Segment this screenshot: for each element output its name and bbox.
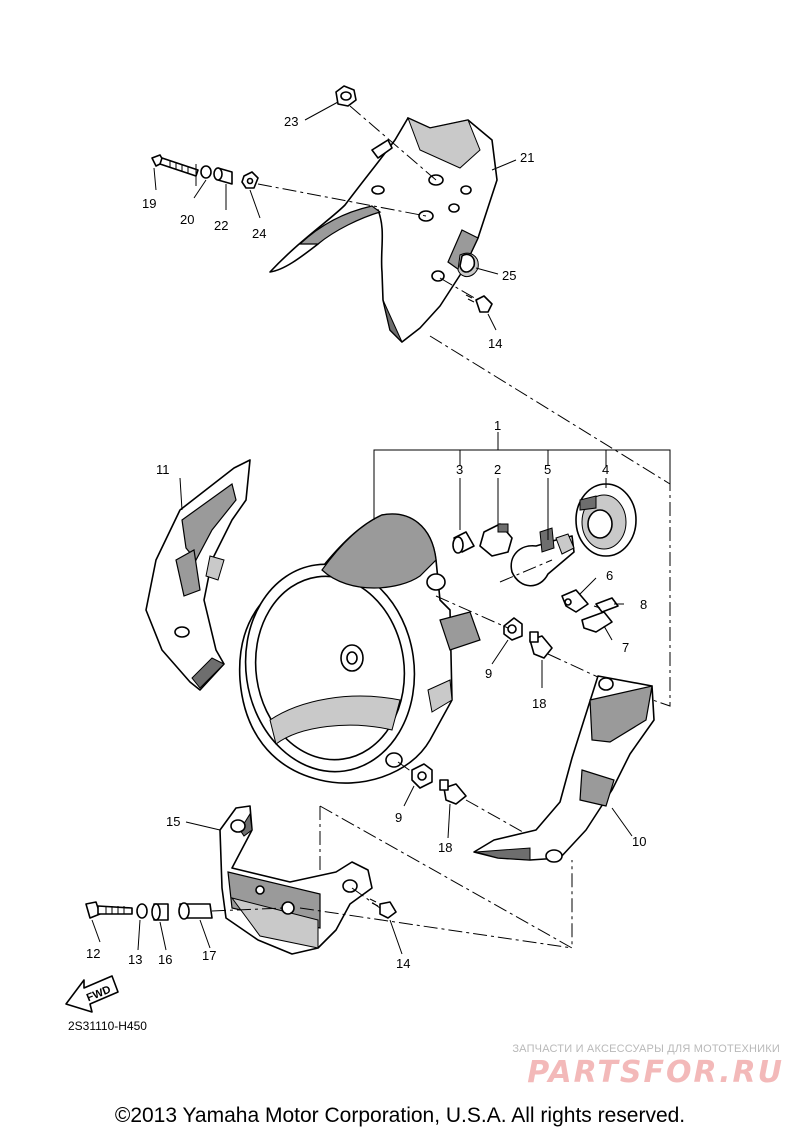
bracket-7 xyxy=(581,611,613,633)
collar-18-upper xyxy=(529,631,553,659)
screw-14-top xyxy=(465,294,493,313)
callout-21: 21 xyxy=(520,150,534,165)
collar-22 xyxy=(213,167,233,185)
screw-8 xyxy=(593,597,619,613)
assembly-line xyxy=(257,183,427,217)
grommet-9-lower xyxy=(411,763,433,789)
bolt-12 xyxy=(85,901,133,919)
callout-9-lower: 9 xyxy=(395,810,402,825)
screw-14-bottom xyxy=(369,898,397,919)
bolt-19 xyxy=(151,154,199,177)
callout-8: 8 xyxy=(640,597,647,612)
headlight-unit xyxy=(238,513,481,784)
assembly-line xyxy=(351,887,381,909)
callout-5: 5 xyxy=(544,462,551,477)
callout-6: 6 xyxy=(606,568,613,583)
callout-18-lower: 18 xyxy=(438,840,452,855)
callout-10: 10 xyxy=(632,834,646,849)
assembly-line xyxy=(299,907,573,949)
bulb-3 xyxy=(452,531,475,554)
callout-19: 19 xyxy=(142,196,156,211)
callout-17: 17 xyxy=(202,948,216,963)
collar-18-lower xyxy=(439,779,467,805)
callout-3: 3 xyxy=(456,462,463,477)
callout-2: 2 xyxy=(494,462,501,477)
copyright-notice: ©2013 Yamaha Motor Corporation, U.S.A. A… xyxy=(114,1104,686,1127)
assembly-line xyxy=(435,595,509,629)
collar-16 xyxy=(151,903,169,921)
assembly-line xyxy=(349,105,437,181)
watermark-logo: PARTSFOR.RU xyxy=(527,1055,784,1090)
socket-cover-4 xyxy=(575,483,637,557)
assembly-line xyxy=(439,277,479,301)
callout-25: 25 xyxy=(502,268,516,283)
assembly-line xyxy=(465,799,531,837)
callout-16: 16 xyxy=(158,952,172,967)
callout-13: 13 xyxy=(128,952,142,967)
callout-23: 23 xyxy=(284,114,298,129)
assembly-line xyxy=(397,761,413,773)
washer-13 xyxy=(136,903,148,919)
callout-22: 22 xyxy=(214,218,228,233)
leader-lines xyxy=(91,101,671,955)
callout-20: 20 xyxy=(180,212,194,227)
assembly-line xyxy=(499,559,553,583)
lower-bracket-15 xyxy=(219,805,373,955)
callout-15: 15 xyxy=(166,814,180,829)
grommet-9-upper xyxy=(503,617,523,641)
callout-14-bottom: 14 xyxy=(396,956,410,971)
clip-6 xyxy=(561,589,589,613)
callout-1: 1 xyxy=(494,418,501,433)
bulb-socket-2 xyxy=(479,523,513,557)
callout-24: 24 xyxy=(252,226,266,241)
bulb-5 xyxy=(510,527,575,587)
callout-18-upper: 18 xyxy=(532,696,546,711)
callout-9-upper: 9 xyxy=(485,666,492,681)
washer-20 xyxy=(200,165,212,179)
nut-23 xyxy=(335,85,357,107)
assembly-line xyxy=(547,653,601,679)
callout-12: 12 xyxy=(86,946,100,961)
plug-25 xyxy=(459,253,476,273)
callout-4: 4 xyxy=(602,462,609,477)
callout-7: 7 xyxy=(622,640,629,655)
callout-14-top: 14 xyxy=(488,336,502,351)
callout-11: 11 xyxy=(156,462,170,477)
watermark-tagline: ЗАПЧАСТИ И АКСЕССУАРЫ ДЛЯ МОТОТЕХНИКИ xyxy=(512,1043,780,1055)
fwd-arrow-icon: FWD xyxy=(65,975,119,1013)
side-cover-11 xyxy=(145,459,251,691)
assembly-line xyxy=(211,907,285,912)
collar-17 xyxy=(178,902,213,920)
side-cover-10 xyxy=(473,675,655,863)
diagram-code: 2S31110-H450 xyxy=(68,1019,147,1033)
headlight-cowl-bracket xyxy=(269,117,498,343)
nut-24 xyxy=(241,171,259,189)
